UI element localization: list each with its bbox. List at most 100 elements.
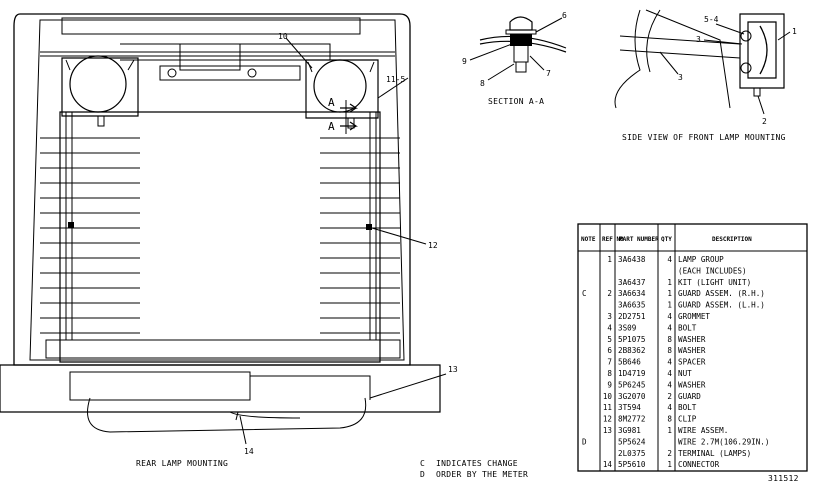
header-description: DESCRIPTION — [712, 236, 752, 243]
section-marker-a-top: A — [328, 96, 335, 109]
radiator-grille — [40, 111, 401, 363]
legend-d-code: D — [420, 470, 425, 479]
cell-desc: GUARD ASSEM. (L.H.) — [678, 301, 765, 310]
cell-part: 2L0375 — [618, 449, 645, 458]
cell-desc: WIRE ASSEM. — [678, 426, 728, 435]
table-row: D 5P5624 WIRE 2.7M(106.29IN.) — [582, 437, 769, 446]
table-row: 1 3A6438 4 LAMP GROUP — [607, 255, 724, 264]
side-callout-2: 2 — [762, 117, 767, 126]
caption-section-a-a: SECTION A-A — [488, 97, 544, 106]
cell-desc: SPACER — [678, 358, 706, 367]
cell-desc: WIRE 2.7M(106.29IN.) — [678, 437, 769, 446]
left-lamp — [61, 55, 139, 127]
cell-part: 5P5624 — [618, 437, 646, 446]
header-note: NOTE — [581, 236, 596, 243]
cell-desc: BOLT — [678, 403, 697, 412]
cell-ref: 2 — [607, 289, 612, 298]
cell-qty: 8 — [667, 415, 672, 424]
side-callout-5-4: 5-4 — [704, 15, 719, 24]
cell-qty: 4 — [667, 255, 672, 264]
cell-qty: 4 — [667, 358, 672, 367]
cell-ref: 6 — [607, 346, 612, 355]
cell-qty: 4 — [667, 369, 672, 378]
side-view-front-lamp-mounting: 5-4 1 3 3 2 SIDE VIEW OF FRONT LAMP MOUN… — [614, 9, 797, 142]
callout-11-5: 11-5 — [386, 75, 405, 84]
cell-qty: 1 — [667, 289, 672, 298]
cell-desc: GROMMET — [678, 312, 710, 321]
cell-ref: 14 — [603, 460, 613, 469]
cell-ref: 3 — [607, 312, 612, 321]
cell-qty: 1 — [667, 460, 672, 469]
section-callout-7: 7 — [546, 69, 551, 78]
header-ref-no: REF NO — [602, 236, 624, 243]
drawing-number: 311512 — [768, 474, 799, 483]
cell-ref: 5 — [607, 335, 612, 344]
cell-desc: KIT (LIGHT UNIT) — [678, 278, 751, 287]
section-a-a-view: 6 9 8 7 SECTION A-A — [462, 11, 567, 106]
caption-side-view: SIDE VIEW OF FRONT LAMP MOUNTING — [622, 133, 786, 142]
cab-outline — [13, 13, 411, 366]
cell-part: 1D4719 — [618, 369, 646, 378]
cell-ref: 12 — [603, 415, 612, 424]
cell-ref: 4 — [607, 323, 612, 332]
cell-part: 3T594 — [618, 403, 641, 412]
side-callout-3-lower: 3 — [678, 73, 683, 82]
header-part-number: PART NUMBER — [619, 236, 659, 243]
side-callout-3-upper: 3 — [696, 35, 701, 44]
cell-note: D — [582, 437, 587, 446]
cell-desc: WASHER — [678, 335, 706, 344]
section-callout-9: 9 — [462, 57, 467, 66]
cell-part: 5P1075 — [618, 335, 645, 344]
caption-rear-lamp-mounting: REAR LAMP MOUNTING — [136, 459, 228, 468]
cell-desc: CONNECTOR — [678, 460, 720, 469]
cell-part: 5P6245 — [618, 380, 645, 389]
callout-14: 14 — [244, 447, 254, 456]
cell-qty: 4 — [667, 312, 672, 321]
cell-qty: 2 — [667, 449, 672, 458]
cell-ref: 1 — [607, 255, 612, 264]
cell-part: 3G981 — [618, 426, 641, 435]
base-frame — [0, 364, 441, 413]
cell-desc: TERMINAL (LAMPS) — [678, 449, 751, 458]
cell-desc: BOLT — [678, 323, 697, 332]
section-callout-6: 6 — [562, 11, 567, 20]
cell-qty: 1 — [667, 426, 672, 435]
cell-desc: LAMP GROUP — [678, 255, 724, 264]
cell-qty: 4 — [667, 323, 672, 332]
cell-ref: 10 — [603, 392, 613, 401]
cell-part: 3A6634 — [618, 289, 646, 298]
cell-qty: 1 — [667, 301, 672, 310]
cell-qty: 2 — [667, 392, 672, 401]
parts-table: NOTE REF NO PART NUMBER QTY DESCRIPTION … — [577, 223, 808, 472]
cell-desc: NUT — [678, 369, 692, 378]
cell-part: 3A6437 — [618, 278, 645, 287]
legend-d-text: ORDER BY THE METER — [436, 470, 528, 479]
cell-ref: 8 — [607, 369, 612, 378]
legend-c-text: INDICATES CHANGE — [436, 459, 518, 468]
cell-qty: 4 — [667, 380, 672, 389]
cell-qty: 1 — [667, 278, 672, 287]
callout-10: 10 — [278, 32, 288, 41]
section-callout-8: 8 — [480, 79, 485, 88]
side-callout-1: 1 — [792, 27, 797, 36]
cell-qty: 8 — [667, 346, 672, 355]
cell-desc: GUARD — [678, 392, 701, 401]
cell-ref: 9 — [607, 380, 612, 389]
table-row: 3A6437 1 KIT (LIGHT UNIT) — [618, 278, 751, 287]
cell-ref: 11 — [603, 403, 613, 412]
cell-part: 2D2751 — [618, 312, 646, 321]
legend: C INDICATES CHANGE D ORDER BY THE METER … — [420, 459, 799, 483]
right-lamp — [305, 59, 379, 129]
cell-part: 3A6438 — [618, 255, 646, 264]
